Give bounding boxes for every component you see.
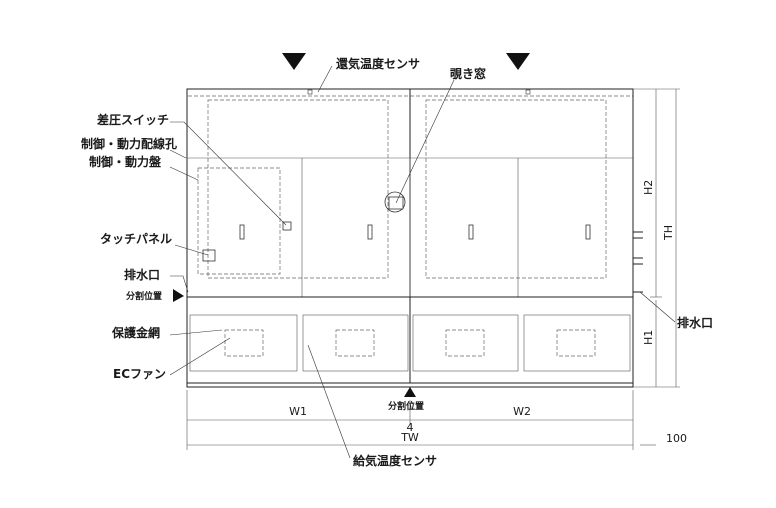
split-arrow-left: [173, 289, 184, 302]
dim-th: TH: [662, 225, 675, 241]
airflow-arrow-left: [282, 53, 306, 70]
label-ec-fan: ECファン: [113, 367, 166, 381]
dim-h1: H1: [642, 330, 655, 345]
leader-lines: [169, 65, 676, 459]
label-protective-mesh: 保護金網: [111, 325, 160, 340]
label-control-wiring-hole: 制御・動力配線孔: [81, 136, 177, 151]
dim-gap: 4: [407, 421, 414, 434]
label-view-window: 覗き窓: [450, 66, 486, 81]
label-control-panel: 制御・動力盤: [89, 154, 162, 169]
label-supply-temp-sensor: 給気温度センサ: [353, 453, 437, 468]
airflow-arrow-right: [506, 53, 530, 70]
dim-tw: TW: [400, 431, 419, 444]
label-touch-panel: タッチパネル: [100, 232, 172, 246]
right-pipes: [633, 231, 643, 293]
pressure-switch-icon: [282, 221, 292, 231]
dim-offset: 100: [666, 432, 687, 445]
label-exhaust-temp-sensor: 還気温度センサ: [336, 56, 420, 71]
touch-panel-icon: [202, 249, 216, 262]
dim-w1: W1: [289, 405, 307, 418]
dim-w2: W2: [513, 405, 531, 418]
horizontal-dimensions: [186, 390, 656, 450]
label-diff-pressure-switch: 差圧スイッチ: [96, 112, 169, 127]
label-split-position-bottom: 分割位置: [388, 400, 424, 412]
split-arrow-bottom: [404, 387, 416, 397]
vertical-dimensions: [633, 88, 680, 388]
view-window-icon: [384, 191, 406, 213]
label-drain-left: 排水口: [124, 267, 160, 282]
label-drain-right: 排水口: [677, 315, 713, 330]
label-split-position-left: 分割位置: [126, 290, 162, 302]
control-panel-outline: [197, 167, 281, 275]
dim-h2: H2: [642, 180, 655, 195]
door-handles: [239, 224, 591, 240]
